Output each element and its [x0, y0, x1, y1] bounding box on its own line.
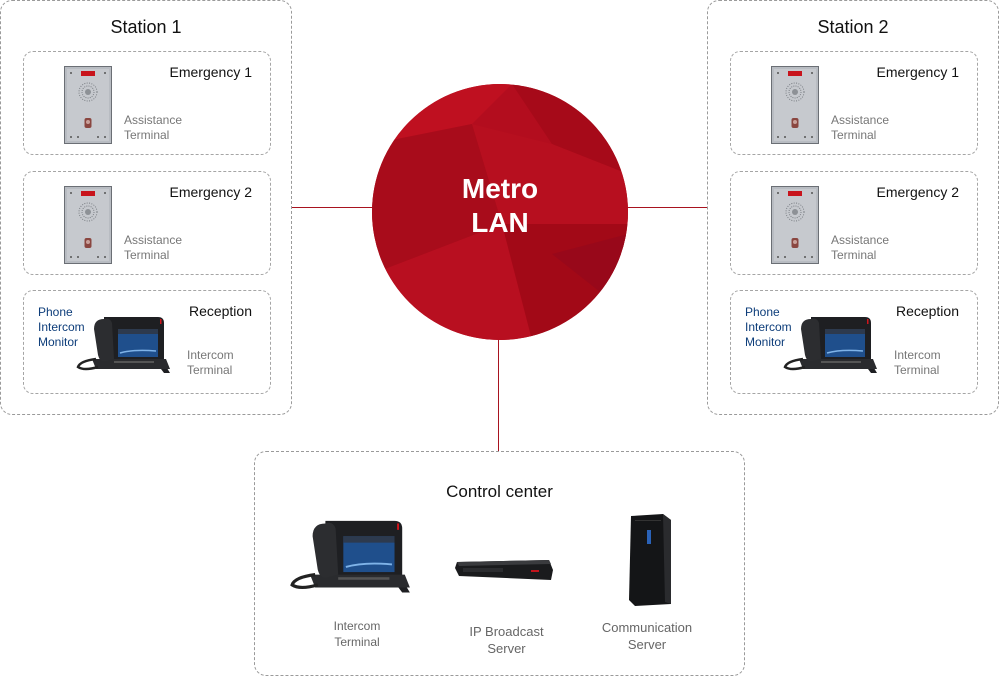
rack-server-icon	[455, 560, 553, 580]
control-center-title: Control center	[446, 482, 553, 501]
link-lan-control-center	[498, 336, 499, 452]
lan-polygon-background	[372, 84, 628, 340]
ip-phone-icon	[781, 315, 881, 377]
feature-list: Phone Intercom Monitor	[745, 305, 792, 349]
card-title: Emergency 1	[876, 64, 959, 80]
reception-card: Phone Intercom Monitor Reception Interco…	[23, 290, 271, 394]
card-title: Reception	[895, 303, 959, 319]
station-title: Station 2	[817, 17, 889, 37]
ip-phone-icon	[287, 518, 415, 598]
assistance-terminal-icon	[771, 186, 819, 264]
card-title: Emergency 2	[876, 184, 959, 200]
server-cabinet-icon	[629, 514, 671, 606]
card-title: Reception	[188, 303, 252, 319]
ip-phone-icon	[74, 315, 174, 377]
link-lan-station2	[620, 207, 708, 208]
feature-list: Phone Intercom Monitor	[38, 305, 85, 349]
station-title: Station 1	[110, 17, 182, 37]
assistance-terminal-icon	[771, 66, 819, 144]
card-title: Emergency 2	[169, 184, 252, 200]
assistance-terminal-icon	[64, 66, 112, 144]
assistance-terminal-icon	[64, 186, 112, 264]
reception-card: Phone Intercom Monitor Reception Interco…	[730, 290, 978, 394]
link-station1-lan	[291, 207, 381, 208]
card-title: Emergency 1	[169, 64, 252, 80]
